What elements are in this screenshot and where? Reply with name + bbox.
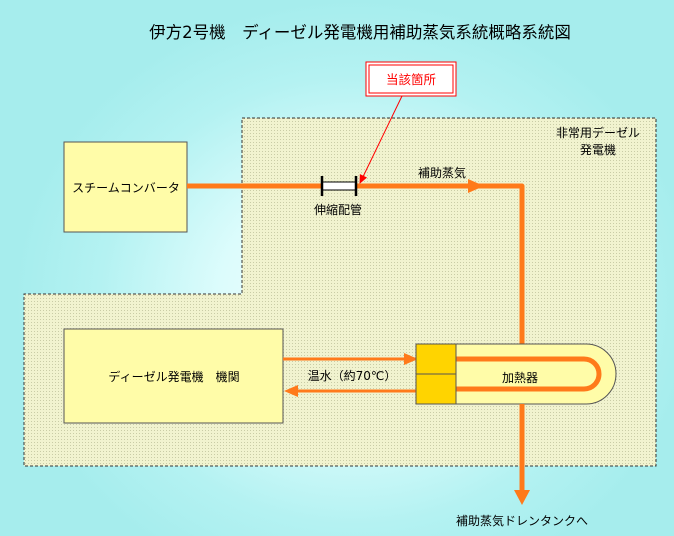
page-title: 伊方2号機 ディーゼル発電機用補助蒸気系統概略系統図 — [149, 22, 571, 42]
emergency-dg-label-line1: 非常用デーゼル — [556, 125, 640, 140]
aux-steam-label: 補助蒸気 — [418, 165, 466, 180]
target-location-callout-inner — [368, 64, 454, 94]
aux-steam-flow-arrow — [468, 179, 484, 193]
heater-label: 加熱器 — [502, 371, 538, 385]
heater-channel-lower — [415, 373, 457, 405]
target-location-pointer — [359, 95, 403, 184]
emergency-dg-label-line2: 発電機 — [580, 142, 616, 157]
hot-water-supply-arrow — [404, 353, 418, 365]
expansion-pipe — [320, 176, 358, 196]
hot-water-label: 温水（約70℃） — [308, 368, 397, 383]
dg-engine-label: ディーゼル発電機 機関 — [108, 369, 239, 384]
aux-steam-pipe — [187, 183, 525, 344]
heater-channel-upper — [415, 343, 457, 375]
steam-converter-box — [63, 141, 188, 233]
heater-tube — [456, 356, 602, 392]
expansion-pipe-label: 伸縮配管 — [314, 202, 362, 217]
drain-tank-label: 補助蒸気ドレンタンクへ — [456, 513, 588, 528]
hot-water-return-arrow — [284, 385, 298, 397]
dg-engine-box — [63, 328, 284, 424]
drain-arrow — [514, 490, 530, 505]
target-location-label: 当該箇所 — [386, 72, 436, 87]
steam-converter-label: スチームコンバータ — [72, 181, 180, 195]
